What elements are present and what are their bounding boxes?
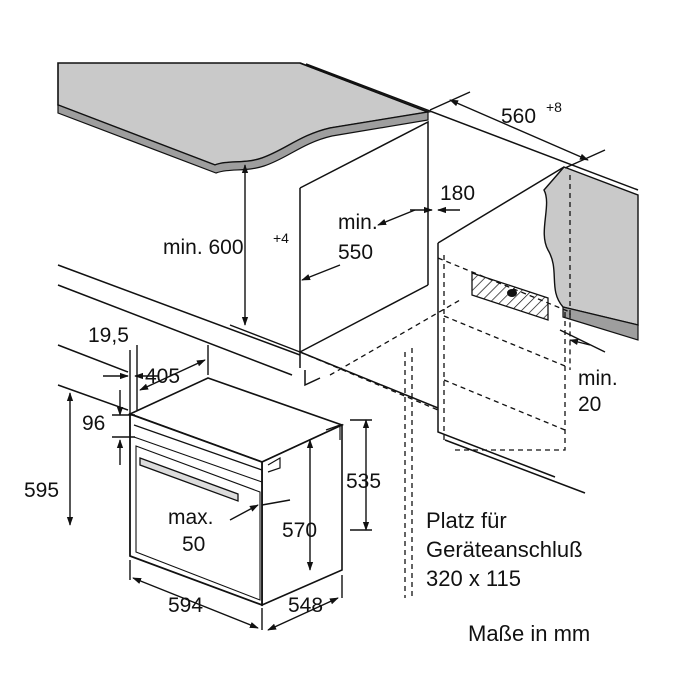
label-min-20-line2: 20 (578, 393, 601, 416)
label-560-tolerance: +8 (546, 99, 562, 115)
label-548: 548 (288, 594, 323, 617)
label-535: 535 (346, 470, 381, 493)
label-min-20-line1: min. (578, 367, 618, 390)
label-594: 594 (168, 594, 203, 617)
label-min-550-line2: 550 (338, 241, 373, 264)
label-180: 180 (440, 182, 475, 205)
label-570: 570 (282, 519, 317, 542)
connection-note-line2: Geräteanschluß (426, 537, 583, 562)
label-max-50-line2: 50 (182, 533, 205, 556)
units-note: Maße in mm (468, 621, 590, 646)
label-96: 96 (82, 412, 105, 435)
label-560: 560 (501, 105, 536, 128)
label-min-600: min. 600 (163, 236, 244, 259)
label-600-tolerance: +4 (273, 230, 289, 246)
niche-lines (57, 62, 639, 494)
label-405: 405 (145, 365, 180, 388)
dimension-lines (66, 91, 606, 631)
hidden-lines (299, 175, 571, 598)
side-wall (543, 166, 639, 341)
label-19-5: 19,5 (88, 324, 129, 347)
connection-box (471, 272, 549, 321)
connection-note-line1: Platz für (426, 508, 507, 533)
worktop (57, 62, 432, 174)
label-max-50-line1: max. (168, 506, 214, 529)
label-595: 595 (24, 479, 59, 502)
connection-note-line3: 320 x 115 (426, 566, 521, 591)
oven (127, 377, 345, 607)
label-min-550-line1: min. (338, 211, 378, 234)
